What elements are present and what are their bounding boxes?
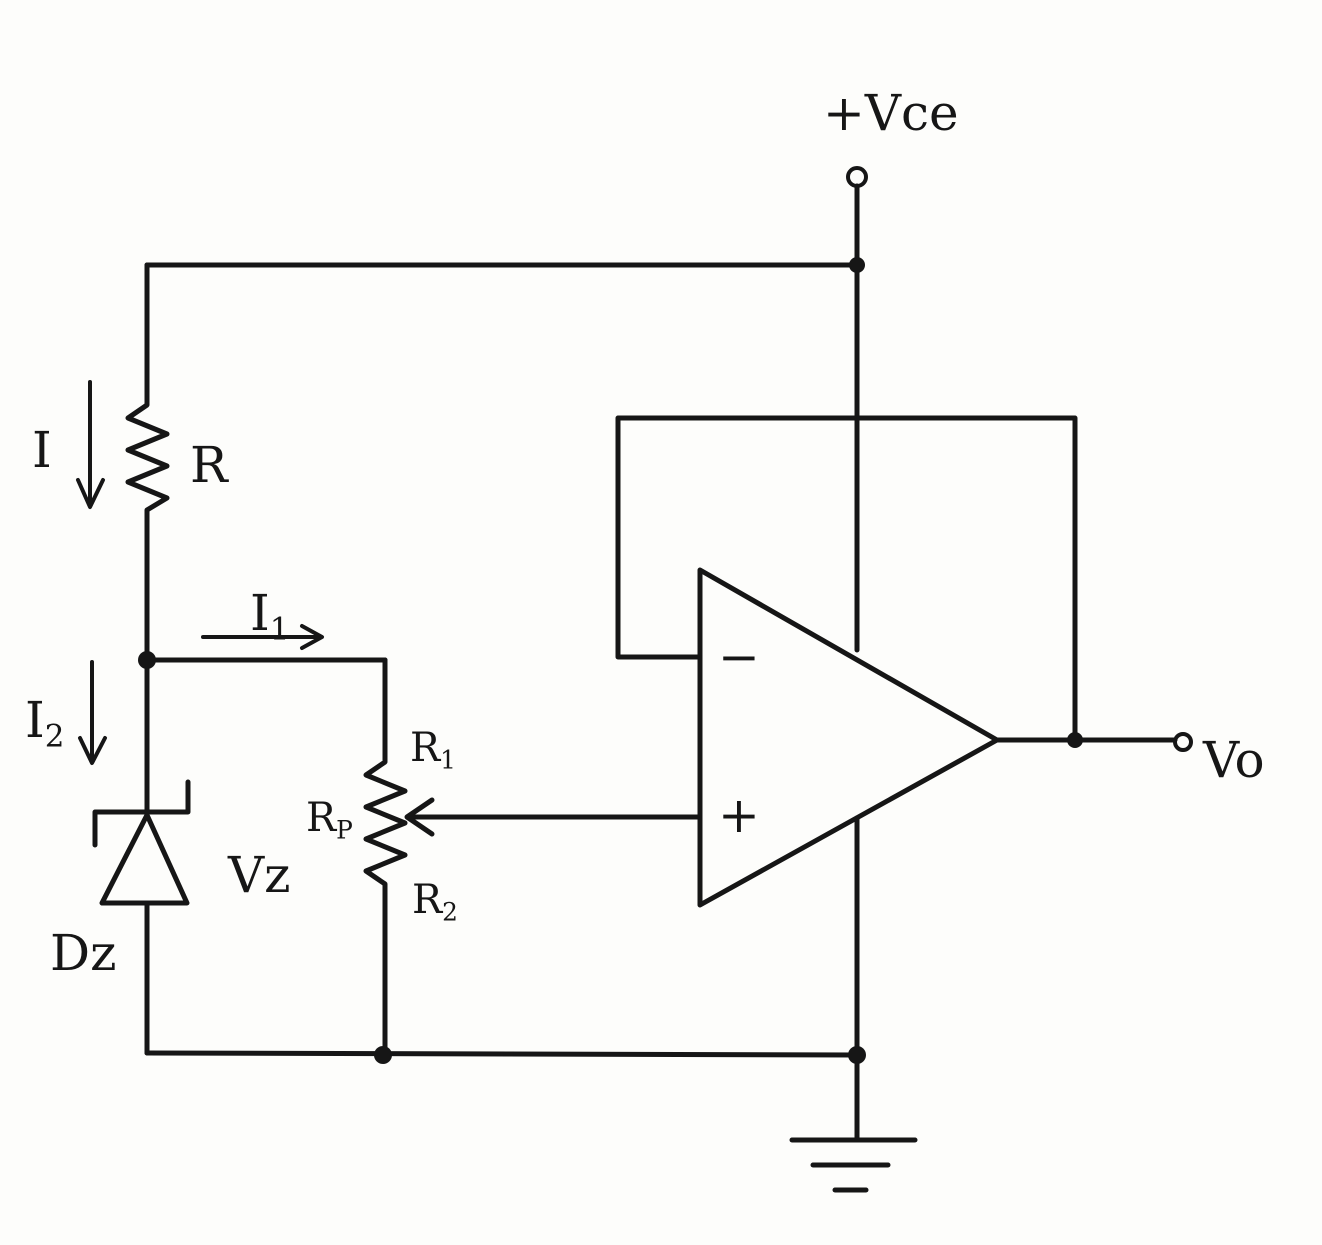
label-r: R [190,436,228,494]
current-i-arrowhead [76,478,105,509]
label-vz: Vz [228,846,291,904]
label-rp-sub: P [336,815,353,845]
label-r1: R1 [410,728,456,773]
zener-cathode-bar [92,779,191,848]
wiper-arrowhead [404,797,435,837]
label-rp: RP [306,798,353,843]
label-i1-sub: 1 [269,611,290,648]
label-i: I [32,421,52,479]
opamp-inverting-sign: − [718,628,760,686]
label-rp-main: R [306,795,337,841]
opamp-triangle [697,567,1000,908]
label-r2-main: R [412,877,443,923]
label-i2: I2 [25,695,65,752]
zener-diode-triangle [99,812,190,906]
opamp-noninverting-sign: + [718,786,760,844]
label-i1: I1 [250,588,290,645]
junction-pot-bottom [374,1046,392,1064]
label-r2: R2 [412,880,458,925]
label-i2-main: I [25,691,45,749]
label-r2-sub: 2 [442,897,458,927]
bottom-wire [144,1050,860,1058]
label-i1-main: I [250,584,270,642]
junction-top-right [849,257,865,273]
label-dz: Dz [50,924,117,982]
label-vce: +Vce [823,84,959,142]
junction-ground [848,1046,866,1064]
junction-output [1067,732,1083,748]
label-i2-sub: 2 [44,718,65,755]
resistor-r [125,389,170,525]
vce-terminal [846,166,868,188]
label-r1-sub: 1 [440,745,456,775]
label-vo: Vo [1203,731,1265,789]
label-r1-main: R [410,725,441,771]
feedback-wire [615,415,1078,743]
current-i1-arrowhead [300,624,324,650]
potentiometer-rp [363,752,408,898]
vo-terminal [1173,732,1193,752]
current-i2-arrowhead [78,736,107,765]
